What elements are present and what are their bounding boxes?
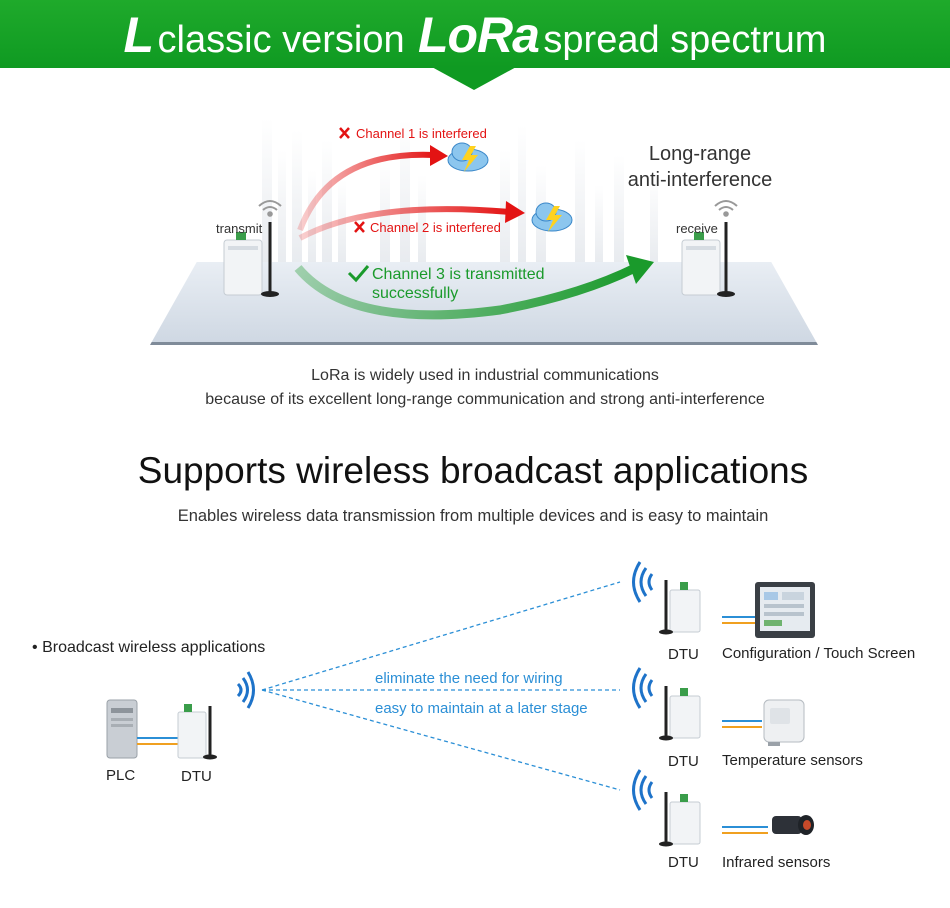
bullet-item: • Broadcast wireless applications <box>32 639 265 657</box>
transmit-dtu-icon <box>223 222 279 297</box>
channel1-arrow <box>297 145 448 232</box>
touch-screen-icon <box>755 582 815 638</box>
sender-dtu-icon <box>177 704 217 760</box>
section2-title: Supports wireless broadcast applications <box>137 450 809 491</box>
banner-classic-version: classic version <box>157 19 405 61</box>
channel2-label: Channel 2 is interfered <box>370 220 501 235</box>
receive-wifi-icon <box>714 200 738 217</box>
maintain-text: easy to maintain at a later stage <box>375 700 588 717</box>
banner-l: L <box>123 7 155 63</box>
bullet-icon: • <box>32 639 38 656</box>
long-range-line2: anti-interference <box>627 169 773 191</box>
sender-dtu-label: DTU <box>181 768 212 785</box>
long-range-line1: Long-range <box>648 143 752 165</box>
sender-signal-icon <box>236 671 255 709</box>
temperature-sensor-icon <box>763 699 805 746</box>
x-icon <box>339 127 350 139</box>
receive-dtu-icon <box>681 222 735 297</box>
channel3-line2: successfully <box>372 285 459 302</box>
long-range-label: Long-range anti-interference <box>600 141 800 193</box>
channel3-label: Channel 3 is transmitted successfully <box>372 265 545 303</box>
receiver1-signal-icon <box>632 561 654 603</box>
receiver1-device-label: Configuration / Touch Screen <box>722 645 916 662</box>
section2-subtitle: Enables wireless data transmission from … <box>177 507 769 525</box>
bullet-text: Broadcast wireless applications <box>42 639 266 656</box>
transmit-label: transmit <box>216 221 263 236</box>
receiver1-dtu-icon <box>659 580 701 635</box>
receiver2-device-label: Temperature sensors <box>722 752 863 769</box>
receiver3-dtu-label: DTU <box>668 854 699 871</box>
header-banner <box>0 0 950 68</box>
infrared-sensor-icon <box>772 815 814 835</box>
plc-icon <box>106 699 138 759</box>
broadcast-lines <box>261 581 621 791</box>
wiring-text: eliminate the need for wiring <box>375 670 563 687</box>
desc-line2: because of its excellent long-range comm… <box>205 391 765 408</box>
desc-line1: LoRa is widely used in industrial commun… <box>311 367 659 384</box>
x-icon <box>354 221 365 233</box>
interference-cloud-icon <box>447 142 489 172</box>
interference-cloud-icon <box>531 202 573 232</box>
banner-lora: LoRa <box>417 7 540 63</box>
channel3-arrow <box>294 255 654 320</box>
banner-title: L classic version LoRa spread spectrum <box>0 6 950 64</box>
channel1-label: Channel 1 is interfered <box>356 126 487 141</box>
receiver3-dtu-icon <box>659 792 701 847</box>
banner-spread-spectrum: spread spectrum <box>543 19 827 61</box>
banner-notch <box>430 66 518 90</box>
channel3-line1: Channel 3 is transmitted <box>372 266 545 283</box>
channel2-arrow <box>298 201 525 241</box>
transmit-wifi-icon <box>258 200 282 217</box>
receiver1-dtu-label: DTU <box>668 646 699 663</box>
plc-label: PLC <box>106 767 136 784</box>
receiver2-signal-icon <box>632 667 654 709</box>
lora-description: LoRa is widely used in industrial commun… <box>0 364 950 412</box>
receiver2-dtu-icon <box>659 686 701 741</box>
receiver2-dtu-label: DTU <box>668 753 699 770</box>
check-icon <box>347 265 370 283</box>
receiver3-device-label: Infrared sensors <box>722 854 831 871</box>
receive-label: receive <box>676 221 718 236</box>
receiver3-signal-icon <box>632 769 654 811</box>
